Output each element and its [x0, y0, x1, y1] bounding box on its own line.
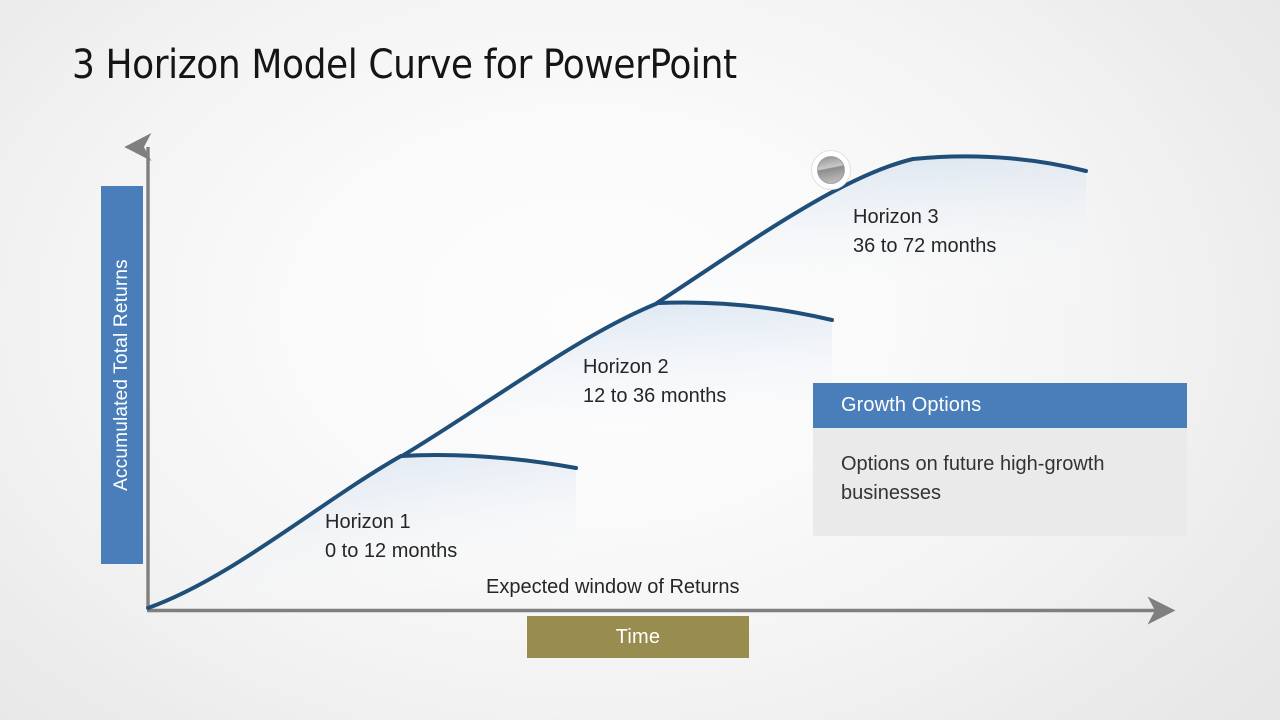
- horizon-1-annotation: Horizon 1 0 to 12 months: [325, 508, 457, 566]
- horizon-3-curve: [655, 154, 1088, 305]
- callout-body: Options on future high-growth businesses: [813, 428, 1187, 536]
- horizon-2-curve: [400, 300, 834, 458]
- y-axis-label-text: Accumulated Total Returns: [111, 259, 132, 491]
- horizon-3-annotation: Horizon 3 36 to 72 months: [853, 203, 996, 261]
- growth-options-marker[interactable]: [811, 150, 851, 190]
- horizon-3-name: Horizon 3: [853, 206, 939, 228]
- expected-window-label: Expected window of Returns: [486, 576, 740, 598]
- x-axis-label-bar: Time: [527, 616, 749, 658]
- horizon-3-range: 36 to 72 months: [853, 235, 997, 257]
- x-axis-label-text: Time: [615, 625, 661, 648]
- horizon-2-name: Horizon 2: [583, 356, 669, 378]
- y-axis-label-bar: Accumulated Total Returns: [101, 186, 143, 564]
- callout-header: Growth Options: [813, 383, 1187, 428]
- callout-title: Growth Options: [841, 394, 982, 416]
- horizon-2-annotation: Horizon 2 12 to 36 months: [583, 353, 726, 411]
- horizon-1-name: Horizon 1: [325, 511, 411, 533]
- curve-area-fills: [148, 156, 1086, 608]
- horizon-1-range: 0 to 12 months: [325, 540, 458, 562]
- horizon-1-area: [148, 454, 576, 608]
- horizon-2-area: [402, 302, 832, 456]
- callout-body-text: Options on future high-growth businesses: [841, 453, 1105, 504]
- horizon-1-curve: [146, 452, 578, 610]
- page-title: 3 Horizon Model Curve for PowerPoint: [72, 42, 737, 88]
- growth-options-callout[interactable]: Growth Options Options on future high-gr…: [813, 383, 1187, 536]
- horizon-3-area: [657, 156, 1086, 303]
- horizon-2-range: 12 to 36 months: [583, 385, 727, 407]
